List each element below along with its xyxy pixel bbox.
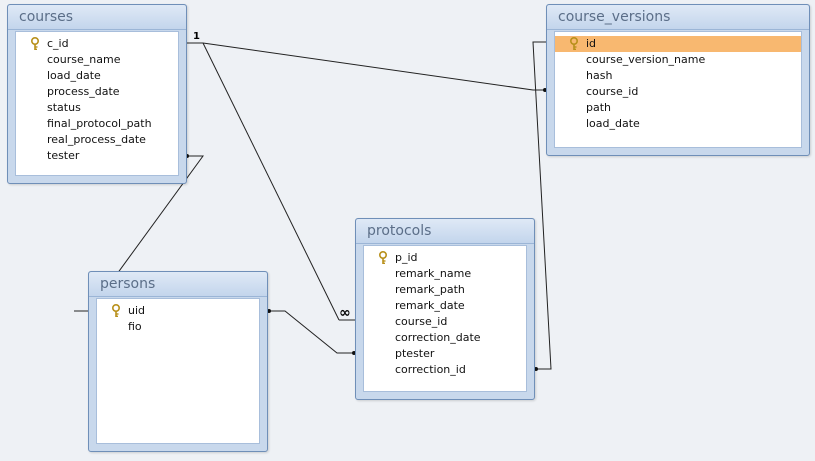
field-row[interactable]: uid	[97, 303, 259, 319]
field-row[interactable]: correction_date	[364, 330, 526, 346]
field-row[interactable]: course_id	[364, 314, 526, 330]
field-row[interactable]: course_id	[555, 84, 801, 100]
table-title[interactable]: persons	[89, 272, 267, 297]
rel-courses-course-versions[interactable]	[186, 42, 547, 92]
field-name: real_process_date	[47, 133, 146, 146]
field-row[interactable]: path	[555, 100, 801, 116]
field-name: remark_path	[395, 283, 465, 296]
field-name: course_id	[395, 315, 448, 328]
field-name: final_protocol_path	[47, 117, 152, 130]
field-row[interactable]: fio	[97, 319, 259, 335]
field-row[interactable]: remark_name	[364, 266, 526, 282]
field-row[interactable]: p_id	[364, 250, 526, 266]
field-row[interactable]: final_protocol_path	[16, 116, 178, 132]
many-cardinality-label: ∞	[339, 305, 351, 321]
primary-key-icon	[30, 36, 40, 51]
field-row[interactable]: remark_date	[364, 298, 526, 314]
field-row[interactable]: course_name	[16, 52, 178, 68]
field-row[interactable]: ptester	[364, 346, 526, 362]
field-name: course_name	[47, 53, 121, 66]
field-name: id	[586, 37, 597, 50]
field-row[interactable]: c_id	[16, 36, 178, 52]
field-name: ptester	[395, 347, 435, 360]
field-name: tester	[47, 149, 80, 162]
field-name: status	[47, 101, 81, 114]
field-name: p_id	[395, 251, 418, 264]
one-cardinality-label: 1	[193, 31, 200, 42]
field-name: process_date	[47, 85, 120, 98]
field-row[interactable]: load_date	[16, 68, 178, 84]
field-row[interactable]: course_version_name	[555, 52, 801, 68]
field-name: fio	[128, 320, 142, 333]
table-persons[interactable]: persons uid fio	[88, 271, 268, 452]
field-list: uid fio	[96, 298, 260, 444]
table-title[interactable]: courses	[8, 5, 186, 30]
field-name: path	[586, 101, 612, 114]
table-title[interactable]: course_versions	[547, 5, 809, 30]
field-row[interactable]: status	[16, 100, 178, 116]
primary-key-icon	[569, 36, 579, 51]
table-title[interactable]: protocols	[356, 219, 534, 244]
field-name: load_date	[47, 69, 101, 82]
field-name: uid	[128, 304, 146, 317]
field-row[interactable]: load_date	[555, 116, 801, 132]
field-row[interactable]: hash	[555, 68, 801, 84]
field-name: correction_id	[395, 363, 466, 376]
field-name: load_date	[586, 117, 640, 130]
primary-key-icon	[378, 250, 388, 265]
field-name: correction_date	[395, 331, 481, 344]
field-name: course_id	[586, 85, 639, 98]
field-name: hash	[586, 69, 613, 82]
field-name: remark_date	[395, 299, 465, 312]
field-name: remark_name	[395, 267, 472, 280]
field-row[interactable]: id	[555, 36, 801, 52]
field-name: course_version_name	[586, 53, 706, 66]
primary-key-icon	[111, 303, 121, 318]
field-row[interactable]: tester	[16, 148, 178, 164]
field-row[interactable]: real_process_date	[16, 132, 178, 148]
field-row[interactable]: process_date	[16, 84, 178, 100]
field-row[interactable]: remark_path	[364, 282, 526, 298]
field-name: c_id	[47, 37, 69, 50]
field-row[interactable]: correction_id	[364, 362, 526, 378]
table-courses[interactable]: courses c_id course_name load_date process_…	[7, 4, 187, 184]
